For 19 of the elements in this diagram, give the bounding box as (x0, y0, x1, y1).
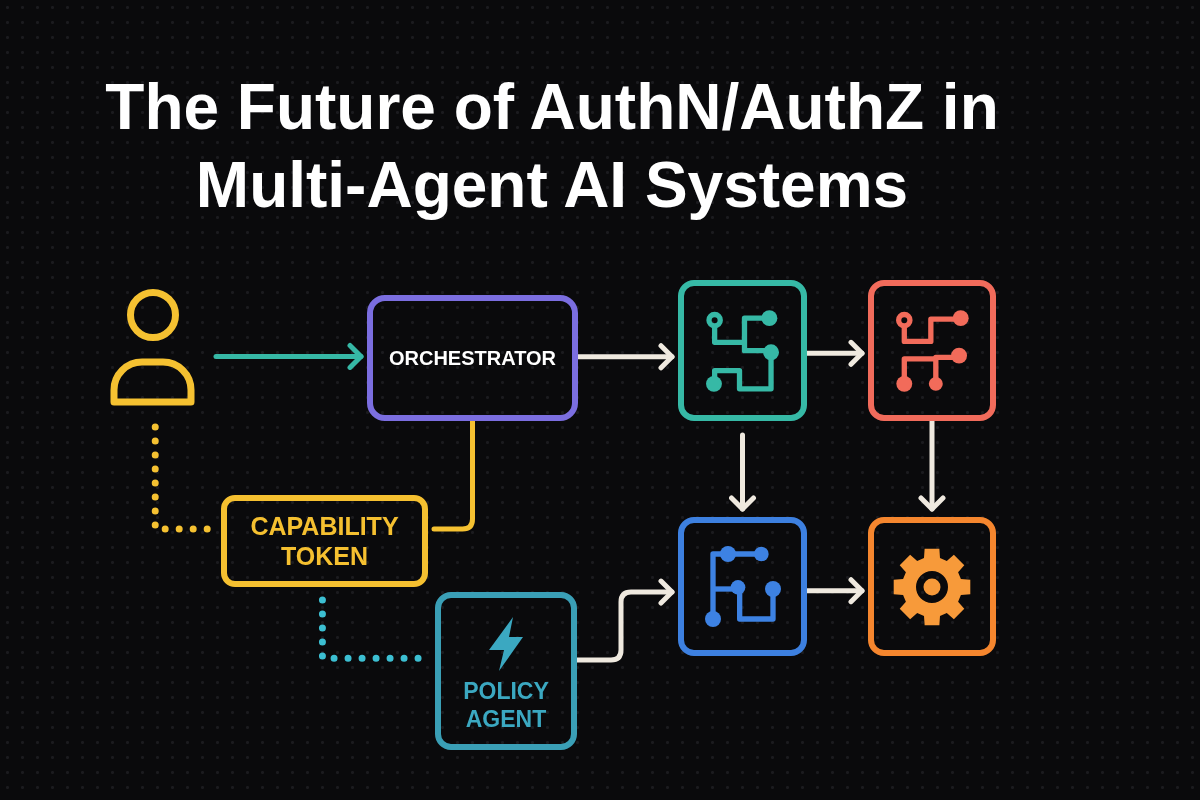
connector-line (431, 418, 475, 532)
node-label: POLICY AGENT (462, 677, 550, 733)
process-box (367, 295, 578, 421)
icon-box (868, 280, 996, 421)
arrow (804, 339, 865, 367)
process-box (221, 495, 428, 587)
icon-box (678, 517, 807, 656)
diagram-title: The Future of AuthN/AuthZ in Multi-Agent AI Systems (104, 70, 1000, 223)
icon-box (678, 280, 807, 421)
arrow (729, 432, 756, 512)
arrow (213, 342, 364, 370)
icon-box (868, 517, 996, 656)
node-label: CAPABILITY TOKEN (249, 511, 400, 571)
arrow (575, 343, 675, 371)
arrow (918, 418, 946, 512)
node-label: ORCHESTRATOR (388, 346, 556, 370)
arrow (574, 578, 675, 663)
process-box (435, 592, 577, 750)
arrow (804, 577, 865, 605)
